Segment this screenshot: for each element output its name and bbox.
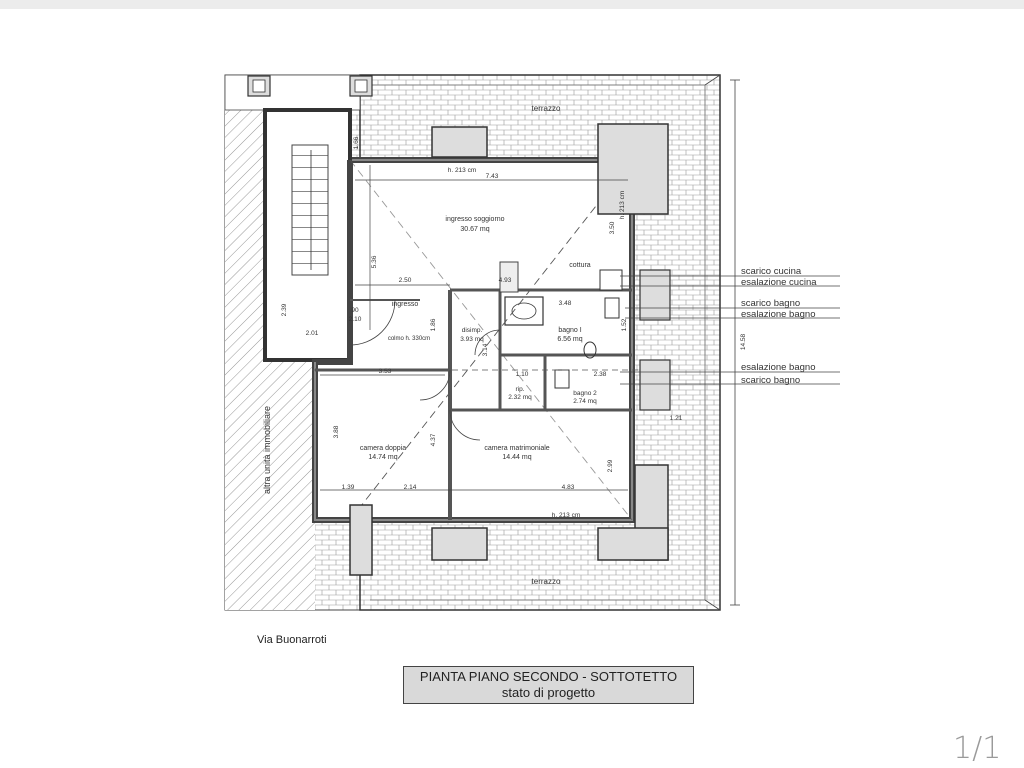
drawing-subtitle: stato di progetto [501,685,596,700]
room-name: ingresso soggiorno [445,216,504,223]
dimension: 1.66 [353,136,360,149]
height-label: colmo h. 330cm [388,336,430,342]
room-area: 6.56 mq [557,336,582,343]
dimension: 1.10 [516,371,529,378]
room-name: ingresso [392,301,419,308]
neighbor-unit-label: altra unità immobiliare [262,406,272,494]
annotation-scarico-cucina: scarico cucina [741,266,802,277]
annotation-scarico-bagno: scarico bagno [741,298,800,309]
dimension: 2.39 [281,303,288,316]
annotation-esalazione-bagno: esalazione bagno [741,309,815,320]
height-label: h. 213 cm [448,167,477,174]
height-label: h. 213 cm [619,191,626,220]
dimension: 2.99 [607,459,614,472]
dimension: 4.93 [499,277,512,284]
room-area: 14.74 mq [368,454,397,461]
dimension: 2.14 [404,484,417,491]
dimension: 1.52 [621,318,628,331]
dimension: 2.50 [399,277,412,284]
dimension: 2.10 [349,316,362,323]
dimension: 3.88 [333,425,340,438]
room-name: bagno I [558,327,581,334]
cottura-label: cottura [569,262,591,269]
neighbor-unit-hatch [225,110,270,610]
dimension: 1.21 [670,415,683,422]
dimension: 1.39 [342,484,355,491]
dimension: 3.53 [379,368,392,375]
room-name: camera doppia [360,445,406,452]
dimension: 3.14 [482,343,489,356]
dimension: 1.86 [430,318,437,331]
dimension: 2.01 [306,330,319,337]
room-area: 2.74 mq [573,398,597,405]
dimension: 2.38 [594,371,607,378]
drawing-title: PIANTA PIANO SECONDO - SOTTOTETTO [419,669,678,684]
annotation-scarico-bagno: scarico bagno [741,375,800,386]
room-area: 14.44 mq [502,454,531,461]
dimension: 90 [351,307,359,314]
height-label: h. 213 cm [552,512,581,519]
dimension: 14.58 [740,333,747,350]
dimension: 4.83 [562,484,575,491]
dimension: 3.50 [609,221,616,234]
room-name: disimp. [462,327,483,334]
room-name: camera matrimoniale [484,445,549,452]
drawing-title-box: PIANTA PIANO SECONDO - SOTTOTETTO stato … [403,666,694,704]
annotation-esalazione-cucina: esalazione cucina [741,277,817,288]
annotation-esalazione-bagno: esalazione bagno [741,362,815,373]
terrace-bottom-label: terrazzo [532,577,561,586]
room-area: 2.32 mq [508,394,532,401]
viewer-top-bar [0,0,1024,9]
room-area: 30.67 mq [460,226,489,233]
dimension: 5.36 [371,255,378,268]
page-number: 1/1 [953,731,1002,766]
room-area: 3.93 mq [460,336,484,343]
room-name: bagno 2 [573,390,597,397]
dimension: 3.48 [559,300,572,307]
dimension: 7.43 [486,173,499,180]
street-label: Via Buonarroti [257,634,327,646]
dimension: 4.37 [430,433,437,446]
room-name: rip. [515,386,524,393]
terrace-top-label: terrazzo [532,104,561,113]
